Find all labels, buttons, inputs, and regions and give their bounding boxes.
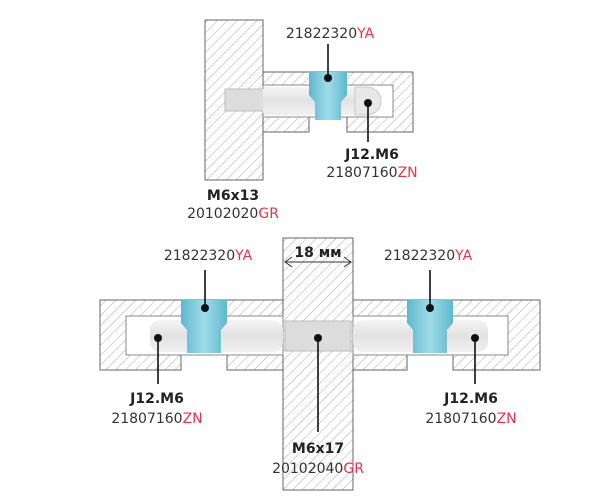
dimension-arrows [284, 256, 352, 268]
left-insert-nut [181, 300, 227, 353]
screw-code: 20102040GR [272, 461, 364, 477]
screw-code: 20102020GR [187, 206, 279, 222]
screw-thread [224, 88, 266, 112]
left-connector-name: J12.M6 [129, 391, 184, 407]
left-connector-code: 21807160ZN [111, 411, 202, 427]
dimension-label: 18 мм [294, 245, 341, 261]
screw-name: M6x17 [292, 441, 344, 457]
right-connector-code: 21807160ZN [425, 411, 516, 427]
screw-name: M6x13 [207, 188, 259, 204]
right-insert-label: 21822320YA [384, 248, 473, 264]
connector-code: 21807160ZN [326, 165, 417, 181]
insert-label: 21822320YA [286, 26, 375, 42]
bottom-assembly: 18 мм 21822320YA 21822320YA J12.M6 21807… [99, 237, 541, 491]
right-insert-nut [407, 300, 453, 353]
insert-nut [309, 72, 347, 120]
left-insert-label: 21822320YA [164, 248, 253, 264]
right-connector-name: J12.M6 [443, 391, 498, 407]
top-assembly: 21822320YA J12.M6 21807160ZN M6x13 20102… [187, 19, 418, 222]
connector-name: J12.M6 [344, 147, 399, 163]
